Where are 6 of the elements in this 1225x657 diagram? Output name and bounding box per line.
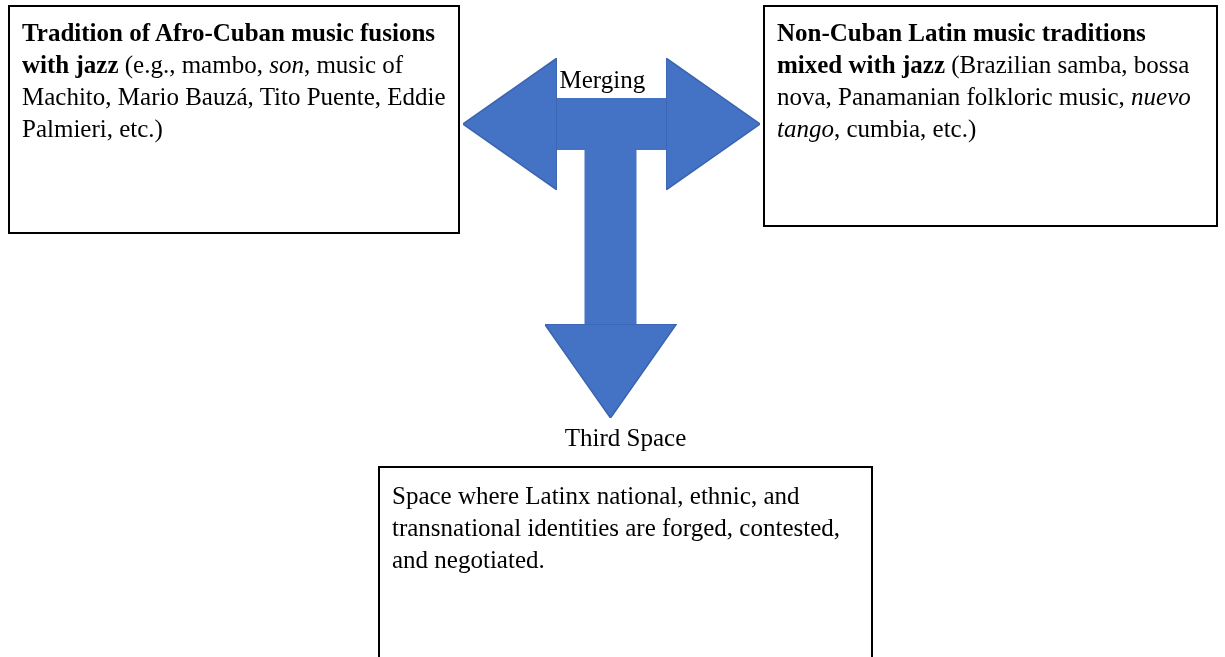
- heading-text: Third Space: [563, 423, 688, 453]
- block-arrow: [543, 150, 678, 419]
- block-arrow: [462, 57, 761, 191]
- text-box: Tradition of Afro-Cuban music fusions with jazz (e.g., mambo, son, music of Machito, Mario Bauzá, Tito Puente, Eddie Palmieri, etc.): [8, 5, 460, 234]
- text-box: Non-Cuban Latin music traditions mixed with jazz (Brazilian samba, bossa nova, Panamanian folkloric music, nuevo tango, cumbia, etc.): [763, 5, 1218, 227]
- text-box: Space where Latinx national, ethnic, and transnational identities are forged, contested, and negotiated.: [378, 466, 873, 657]
